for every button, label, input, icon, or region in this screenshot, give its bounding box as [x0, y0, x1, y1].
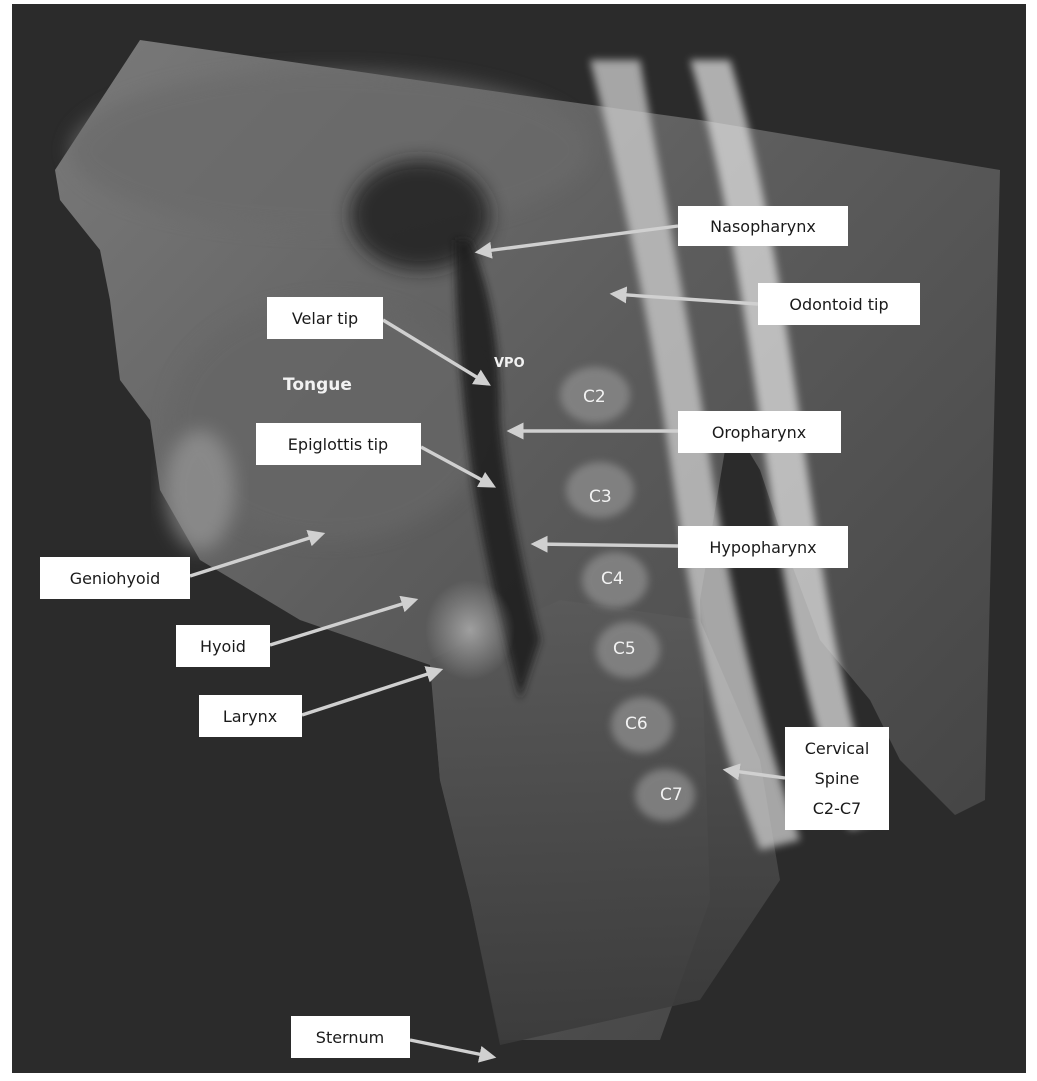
svg-text:Epiglottis tip: Epiglottis tip — [288, 435, 388, 454]
c4-label: C4 — [601, 569, 624, 589]
arrow-hypopharynx — [534, 544, 678, 546]
svg-text:Hyoid: Hyoid — [200, 637, 246, 656]
label-nasopharynx: Nasopharynx — [678, 206, 848, 246]
c5-label: C5 — [613, 639, 636, 659]
svg-text:Sternum: Sternum — [316, 1028, 384, 1047]
c7-label: C7 — [660, 785, 683, 805]
label-hyoid: Hyoid — [176, 625, 270, 667]
label-oropharynx: Oropharynx — [678, 411, 841, 453]
vpo-label: VPO — [494, 356, 525, 371]
c2-label: C2 — [583, 387, 606, 407]
label-larynx: Larynx — [199, 695, 302, 737]
svg-text:Spine: Spine — [815, 769, 860, 788]
label-cervical-spine: Cervical Spine C2-C7 — [785, 727, 889, 830]
jaw-highlight — [165, 430, 235, 550]
c6-label: C6 — [625, 714, 648, 734]
label-geniohyoid: Geniohyoid — [40, 557, 190, 599]
svg-text:Nasopharynx: Nasopharynx — [710, 217, 816, 236]
svg-text:Cervical: Cervical — [805, 739, 870, 758]
label-sternum: Sternum — [291, 1016, 410, 1058]
label-odontoid-tip: Odontoid tip — [758, 283, 920, 325]
svg-text:Hypopharynx: Hypopharynx — [709, 538, 816, 557]
label-hypopharynx: Hypopharynx — [678, 526, 848, 568]
svg-text:Larynx: Larynx — [223, 707, 277, 726]
svg-text:Velar tip: Velar tip — [292, 309, 358, 328]
c3-label: C3 — [589, 487, 612, 507]
hyoid-highlight — [425, 580, 515, 680]
cranial-region — [70, 70, 590, 230]
tongue-label: Tongue — [283, 375, 352, 395]
svg-text:C2-C7: C2-C7 — [813, 799, 861, 818]
label-velar-tip: Velar tip — [267, 297, 383, 339]
svg-text:Odontoid tip: Odontoid tip — [789, 295, 888, 314]
svg-text:Oropharynx: Oropharynx — [712, 423, 806, 442]
label-epiglottis-tip: Epiglottis tip — [256, 423, 421, 465]
svg-text:Geniohyoid: Geniohyoid — [70, 569, 161, 588]
